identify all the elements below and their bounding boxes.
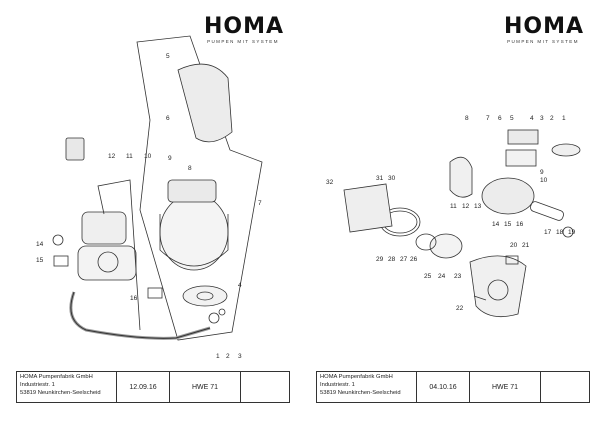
callout: 11	[450, 203, 457, 210]
sheet-right: HOMA PUMPEN MIT SYSTEM	[300, 0, 600, 423]
motor-stator	[481, 177, 535, 215]
company-name: HOMA Pumpenfabrik GmbH	[320, 374, 393, 380]
fan-cover	[449, 156, 473, 198]
title-block-left: HOMA Pumpenfabrik GmbH Industriestr. 1 5…	[16, 371, 290, 403]
blank-cell	[241, 372, 289, 402]
callout: 27	[400, 256, 408, 263]
callout: 21	[522, 242, 530, 249]
motor	[81, 211, 127, 245]
sheet-left: HOMA PUMPEN MIT SYSTEM	[0, 0, 300, 403]
callout: 15	[36, 257, 44, 264]
pressure-switch	[65, 137, 85, 161]
homa-logo: HOMA PUMPEN MIT SYSTEM	[204, 14, 285, 45]
callout: 18	[556, 229, 564, 236]
callouts-left: 1 2 3 4 5 6 7 8 9 10 11 12 14 15 16	[36, 53, 262, 360]
logo-tagline: PUMPEN MIT SYSTEM	[207, 39, 279, 44]
model-cell: HWE 71	[170, 372, 241, 402]
callout: 9	[540, 169, 544, 176]
callouts-right: 1 2 3 4 5 6 7 8 9 10 11 12 13 14 15 16 1…	[326, 115, 576, 312]
rotor-shaft	[530, 201, 564, 221]
callout: 25	[424, 273, 432, 280]
callout: 2	[550, 115, 554, 122]
callout: 17	[544, 229, 552, 236]
bladder	[177, 63, 233, 143]
callout: 10	[144, 153, 152, 160]
callout: 20	[510, 242, 518, 249]
callout: 7	[486, 115, 490, 122]
callout: 14	[36, 241, 44, 248]
pump-housing	[77, 245, 137, 281]
callout: 10	[540, 177, 548, 184]
date-cell: 04.10.16	[417, 372, 470, 402]
city: 53819 Neunkirchen-Seelscheid	[320, 389, 401, 396]
impeller	[415, 233, 437, 251]
callout: 5	[510, 115, 514, 122]
plug	[147, 287, 163, 299]
callout: 14	[492, 221, 500, 228]
tank-body	[159, 214, 229, 267]
homa-logo: HOMA PUMPEN MIT SYSTEM	[504, 14, 585, 45]
callout: 23	[454, 273, 462, 280]
callout: 19	[568, 229, 576, 236]
callout: 31	[376, 175, 384, 182]
address-cell: HOMA Pumpenfabrik GmbH Industriestr. 1 5…	[17, 372, 117, 402]
drawing-svg-right: 1 2 3 4 5 6 7 8 9 10 11 12 13 14 15 16 1…	[326, 115, 581, 318]
callout: 16	[516, 221, 524, 228]
callout: 12	[108, 153, 116, 160]
callout: 24	[438, 273, 446, 280]
bearing-bracket	[343, 183, 393, 233]
street: Industriestr. 1	[320, 381, 355, 388]
logo-wordmark: HOMA	[204, 14, 285, 39]
callout: 28	[388, 256, 396, 263]
street: Industriestr. 1	[20, 381, 55, 388]
callout: 1	[562, 115, 566, 122]
exploded-view-drawing-right: 1 2 3 4 5 6 7 8 9 10 11 12 13 14 15 16 1…	[300, 0, 600, 370]
callout: 26	[410, 256, 418, 263]
callout: 8	[465, 115, 469, 122]
callout: 4	[530, 115, 534, 122]
callout: 6	[498, 115, 502, 122]
address-cell: HOMA Pumpenfabrik GmbH Industriestr. 1 5…	[317, 372, 417, 402]
drawing-svg-left: 1 2 3 4 5 6 7 8 9 10 11 12 14 15 16	[36, 35, 263, 360]
tank-mount	[167, 179, 217, 203]
logo-wordmark: HOMA	[504, 14, 585, 39]
title-block-right: HOMA Pumpenfabrik GmbH Industriestr. 1 5…	[316, 371, 590, 403]
callout: 7	[258, 200, 262, 207]
exploded-view-drawing-left: 1 2 3 4 5 6 7 8 9 10 11 12 14 15 16	[0, 0, 300, 370]
callout: 12	[462, 203, 470, 210]
callout: 4	[238, 282, 242, 289]
company-name: HOMA Pumpenfabrik GmbH	[20, 374, 93, 380]
diffuser	[429, 233, 463, 259]
terminal-box	[505, 149, 537, 167]
callout: 1	[216, 353, 220, 360]
blank-cell	[541, 372, 589, 402]
model-cell: HWE 71	[470, 372, 541, 402]
callout: 13	[474, 203, 482, 210]
callout: 5	[166, 53, 170, 60]
callout: 15	[504, 221, 512, 228]
logo-tagline: PUMPEN MIT SYSTEM	[507, 39, 579, 44]
callout: 16	[130, 295, 138, 302]
city: 53819 Neunkirchen-Seelscheid	[20, 389, 101, 396]
pump-housing	[469, 255, 527, 318]
callout: 6	[166, 115, 170, 122]
capacitor	[551, 143, 581, 157]
callout: 11	[126, 153, 133, 160]
callout: 30	[388, 175, 396, 182]
terminal-box-lid	[507, 129, 539, 145]
callout: 29	[376, 256, 384, 263]
date-cell: 12.09.16	[117, 372, 170, 402]
callout: 22	[456, 305, 464, 312]
callout: 2	[226, 353, 230, 360]
callout: 3	[238, 353, 242, 360]
callout: 9	[168, 155, 172, 162]
callout: 8	[188, 165, 192, 172]
tank-flange	[182, 285, 228, 307]
callout: 32	[326, 179, 334, 186]
callout: 3	[540, 115, 544, 122]
